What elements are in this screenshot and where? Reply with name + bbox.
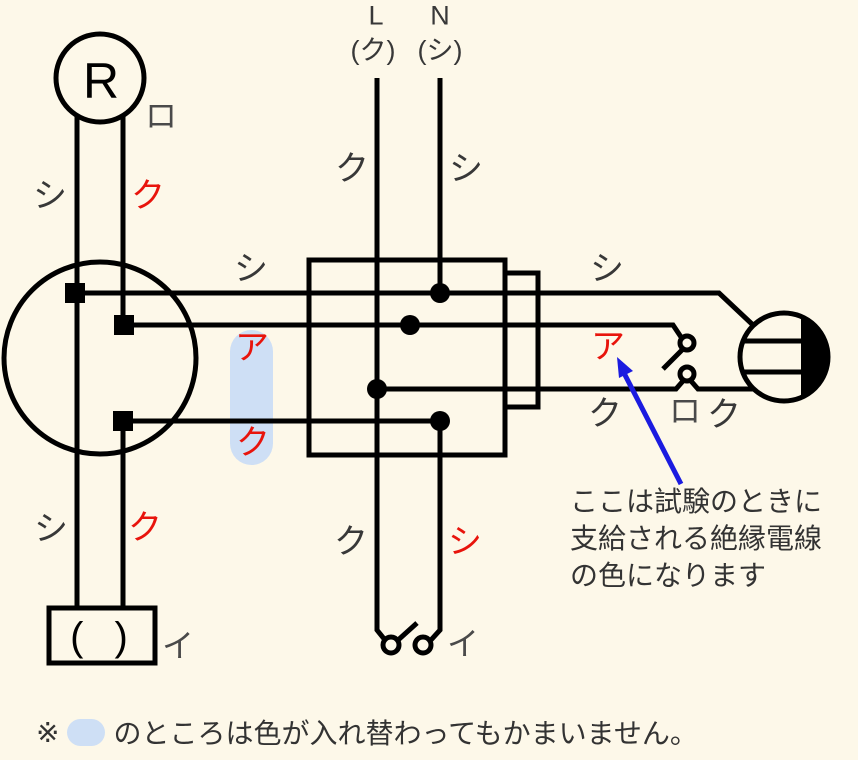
annotation-arrow xyxy=(617,357,684,486)
footnote-mark: ※ xyxy=(36,716,60,748)
connection-dot xyxy=(430,411,450,431)
switch-i-symbol xyxy=(380,621,434,656)
highlight-pill xyxy=(230,330,273,465)
switch-right-name: ロ xyxy=(668,393,702,429)
source-l-wire-color: (ク) xyxy=(350,35,396,66)
switch-ro-symbol xyxy=(661,333,697,384)
annotation-line-1: ここは試験のときに xyxy=(570,486,823,517)
switch-lever xyxy=(661,346,686,371)
receptacle-switch-name: ロ xyxy=(144,98,178,134)
outlet-symbol xyxy=(737,310,831,404)
annotation-line-3: の色になります xyxy=(570,560,767,591)
source-l-label: L xyxy=(368,0,384,31)
switch-bottom-name: イ xyxy=(446,626,480,662)
connection-dot xyxy=(367,379,387,399)
switch-lever xyxy=(395,621,419,643)
wire-color-label-red: シ xyxy=(448,523,482,561)
footnote-text: のところは色が入れ替わってもかまいません。 xyxy=(113,718,698,749)
outlet-box-extension xyxy=(502,270,541,410)
wire-color-label: シ xyxy=(33,177,67,215)
receptacle-r-letter: R xyxy=(82,53,120,109)
connection-dots xyxy=(367,283,450,431)
wire-color-label-red: ク xyxy=(236,424,270,462)
wire-color-label-red: ク xyxy=(131,177,165,215)
connection-dot xyxy=(430,283,450,303)
wire-color-label: シ xyxy=(449,150,483,188)
wire-switched-ro xyxy=(124,322,684,339)
wire-color-label-red: ア xyxy=(235,329,269,367)
outlet-box xyxy=(306,257,541,458)
source-n-wire-color: (シ) xyxy=(417,35,463,66)
wire-color-label: ク xyxy=(334,523,368,561)
wire-color-label: シ xyxy=(34,510,68,548)
wire-color-label-red: ク xyxy=(128,509,162,547)
footnote-highlight-pill-swatch xyxy=(67,718,106,746)
wires xyxy=(75,78,755,642)
wire-color-label: ク xyxy=(335,150,369,188)
wire-neutral-top xyxy=(75,290,755,327)
wire-color-label: シ xyxy=(234,250,268,288)
wire-color-label: ク xyxy=(588,395,622,433)
wire-switch-i-drop xyxy=(429,421,443,642)
joint-box-circle xyxy=(1,259,199,457)
wire-source-l xyxy=(374,78,387,642)
annotation-line-2: 支給される絶縁電線 xyxy=(570,523,823,554)
connection-dot xyxy=(400,315,420,335)
source-n-label: N xyxy=(430,0,450,31)
wire-color-label-red: ア xyxy=(591,328,625,366)
wire-color-label: ク xyxy=(707,396,741,434)
wire-color-label: シ xyxy=(590,250,624,288)
wire-hot-bottom xyxy=(377,379,753,392)
footnote: ※ のところは色が入れ替わってもかまいません。 xyxy=(36,712,698,752)
lamp-box-name: イ xyxy=(161,628,195,664)
lamp-box-symbol xyxy=(46,605,158,666)
lamp-box-text: ( ) xyxy=(70,615,138,659)
annotation-text: ここは試験のときに 支給される絶縁電線 の色になります xyxy=(570,483,822,594)
